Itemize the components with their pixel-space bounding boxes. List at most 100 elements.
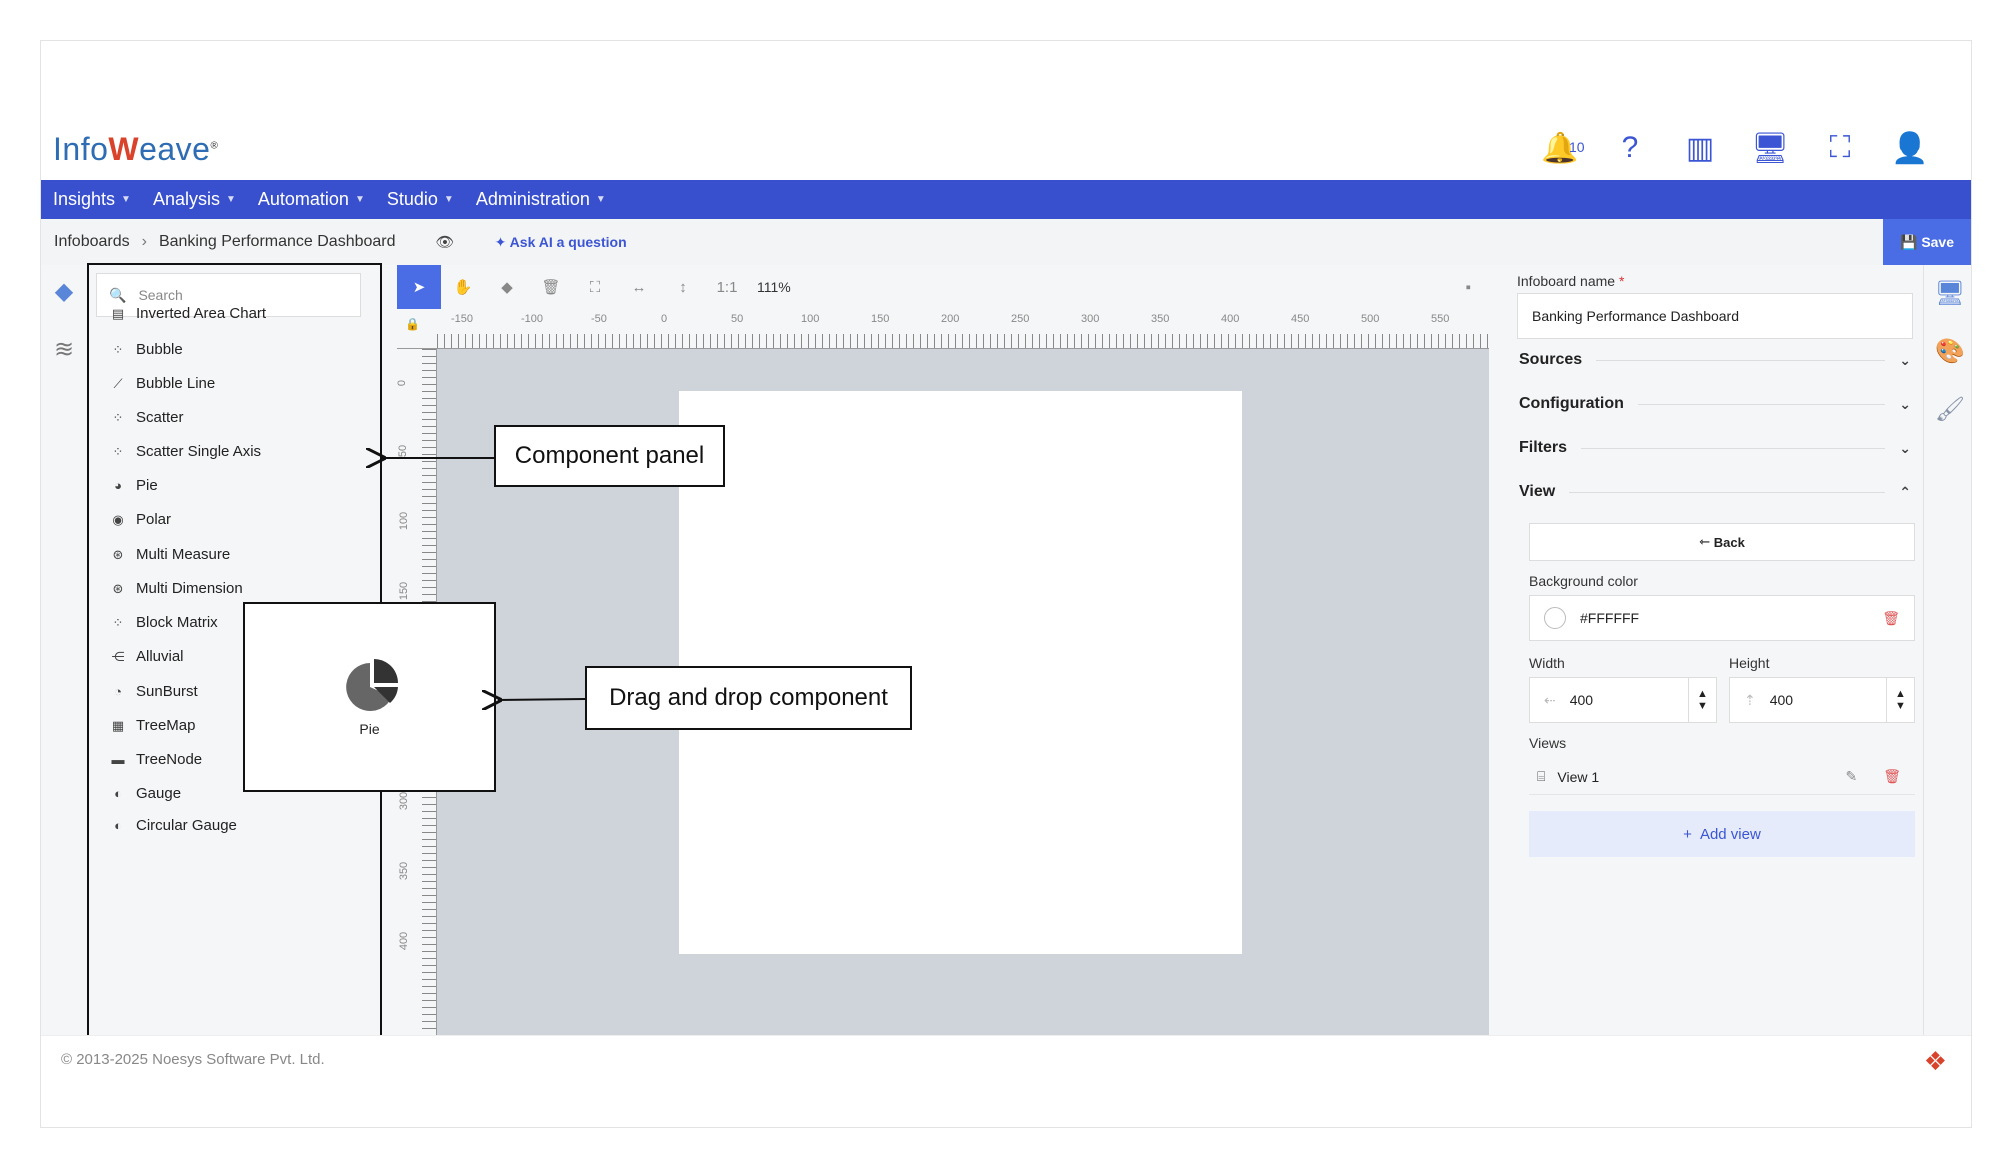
drag-card[interactable]: Pie [243,602,496,792]
ruler-top: -150 -100 -50 0 50 100 150 200 250 300 3… [397,309,1489,349]
lock-icon[interactable]: 🔒 [405,317,420,331]
list-item[interactable]: ⁘Scatter [110,409,184,426]
fit-width-icon[interactable]: ↔ [631,278,647,296]
radar-icon: ⊛ [112,580,124,596]
top-header: InfoWeave® 🔔10 ? ▥ 🖥 ⛶ 👤 [41,121,1971,177]
app-window: InfoWeave® 🔔10 ? ▥ 🖥 ⛶ 👤 Insights▼ Analy… [40,40,1972,1128]
ruler-tick: 350 [398,861,411,881]
shapes-icon[interactable]: ◆ [54,278,74,305]
line-chart-icon: ⟋ [113,375,123,391]
list-item[interactable]: ◐Gauge [110,785,181,802]
ruler-tick: 0 [661,313,668,325]
section-sources[interactable]: Sources⌄ [1519,351,1911,368]
list-item[interactable]: ⊛Multi Measure [110,546,231,563]
list-item[interactable]: ▦TreeMap [111,717,196,734]
list-item[interactable]: ⁘Block Matrix [110,614,218,631]
fullscreen-icon[interactable]: ⛶ [1829,131,1851,164]
gauge-icon: ◐ [114,786,122,801]
chevron-right-icon: › [141,233,147,250]
view-item[interactable]: ⌸ View 1 ✎ 🗑 [1529,759,1915,795]
chevron-up-icon: ⌃ [1899,483,1911,500]
copyright-text: © 2013-2025 Noesys Software Pvt. Ltd. [61,1051,325,1068]
width-stepper[interactable]: ▲▼ [1688,678,1716,722]
eye-icon[interactable]: 👁 [435,234,455,251]
scatter-icon: ⁘ [112,614,124,630]
list-item[interactable]: ⋲Alluvial [111,648,184,665]
ruler-tick: 300 [398,791,411,811]
add-view-button[interactable]: +Add view [1529,811,1915,857]
nav-insights[interactable]: Insights▼ [53,189,131,209]
height-label: Height [1729,655,1770,671]
infoboard-name-label: Infoboard name * [1517,273,1625,289]
views-label: Views [1529,735,1567,751]
edit-icon[interactable]: ✎ [1845,768,1858,784]
height-stepper[interactable]: ▲▼ [1886,678,1914,722]
layers-icon[interactable]: ≋ [53,336,75,363]
list-item[interactable]: ◐Circular Gauge [110,817,237,834]
color-swatch[interactable] [1544,607,1566,629]
help-icon[interactable]: ? [1621,131,1639,164]
nav-studio[interactable]: Studio▼ [386,189,454,209]
trash-icon[interactable]: 🗑 [1882,609,1900,626]
chevron-down-icon: ▼ [595,194,606,205]
ruler-tick: 150 [398,581,411,601]
list-item[interactable]: ◕Pie [110,477,158,494]
zoom-level[interactable]: 111% [757,279,791,295]
section-view[interactable]: View⌃ [1519,483,1911,500]
ruler-tick: 500 [1361,313,1380,325]
back-button[interactable]: ⇽ Back [1529,523,1915,561]
polar-icon: ◉ [112,511,124,527]
bg-color-field[interactable]: #FFFFFF 🗑 [1529,595,1915,641]
infoboard-name-field[interactable]: Banking Performance Dashboard [1517,293,1913,339]
save-button[interactable]: 💾 Save [1883,219,1971,265]
scatter-icon: ⁘ [112,341,124,357]
search-input[interactable]: 🔍 Search [96,273,361,317]
actual-size-button[interactable]: 1:1 [716,278,738,296]
select-tool-icon[interactable]: ➤ [397,265,441,309]
breadcrumb-root[interactable]: Infoboards [54,233,130,250]
canvas-toolbar: ➤ ✋ ◆ 🗑 ⛶ ↔ ↕ 1:1 111% ▪ [397,265,1489,309]
width-field[interactable]: ⇠ 400 ▲▼ [1529,677,1717,723]
right-rail: 🖥 🎨 🖌 [1923,265,1971,1035]
section-configuration[interactable]: Configuration⌄ [1519,395,1911,412]
infoweave-logo[interactable]: InfoWeave® [53,131,219,167]
hand-tool-icon[interactable]: ✋ [453,279,473,296]
height-field[interactable]: ⇡ 400 ▲▼ [1729,677,1915,723]
list-item[interactable]: ⊛Multi Dimension [110,580,243,597]
list-item[interactable]: ⁘Bubble [110,341,183,358]
bell-icon[interactable]: 🔔10 [1541,131,1585,165]
brush-icon[interactable]: 🖌 [1934,396,1966,423]
shapes-tool-icon[interactable]: ◆ [501,279,513,296]
ruler-tick: 50 [731,313,744,325]
monitor-icon[interactable]: 🖥 [1750,131,1790,165]
fit-tool-icon[interactable]: ⛶ [589,278,601,296]
list-item[interactable]: ⁘Scatter Single Axis [110,443,262,460]
library-icon[interactable]: ▥ [1685,131,1715,165]
list-item[interactable]: ⟋Bubble Line [110,375,215,392]
trash-icon[interactable]: 🗑 [1883,768,1901,784]
list-item[interactable]: ▬TreeNode [111,751,203,768]
radar-icon: ⊛ [112,546,124,562]
avatar[interactable]: 👤 [1891,131,1929,165]
dashboard-settings-icon[interactable]: 🖥 [1934,280,1966,307]
area-chart-icon: ▤ [111,305,125,321]
section-filters[interactable]: Filters⌄ [1519,439,1911,456]
nav-analysis[interactable]: Analysis▼ [152,189,236,209]
fit-height-icon[interactable]: ↕ [679,278,687,296]
nav-administration[interactable]: Administration▼ [475,189,606,209]
nav-automation[interactable]: Automation▼ [257,189,365,209]
chevron-down-icon: ⌄ [1899,351,1911,368]
delete-tool-icon[interactable]: 🗑 [541,279,561,296]
ruler-tick: -150 [451,313,474,325]
list-item[interactable]: ◔SunBurst [110,683,198,700]
list-item[interactable]: ◉Polar [110,511,171,528]
palette-icon[interactable]: 🎨 [1935,338,1965,365]
footer: © 2013-2025 Noesys Software Pvt. Ltd. ❖ [41,1035,1971,1083]
drag-drop-callout: Drag and drop component [585,666,912,730]
ruler-tick: 150 [871,313,890,325]
ruler-tick: -100 [521,313,544,325]
ask-ai-link[interactable]: ✦ Ask AI a question [494,233,627,250]
help-small-icon[interactable]: ▪ [1465,278,1471,296]
list-item[interactable]: ▤Inverted Area Chart [111,305,267,322]
chevron-down-icon: ▼ [225,194,236,205]
